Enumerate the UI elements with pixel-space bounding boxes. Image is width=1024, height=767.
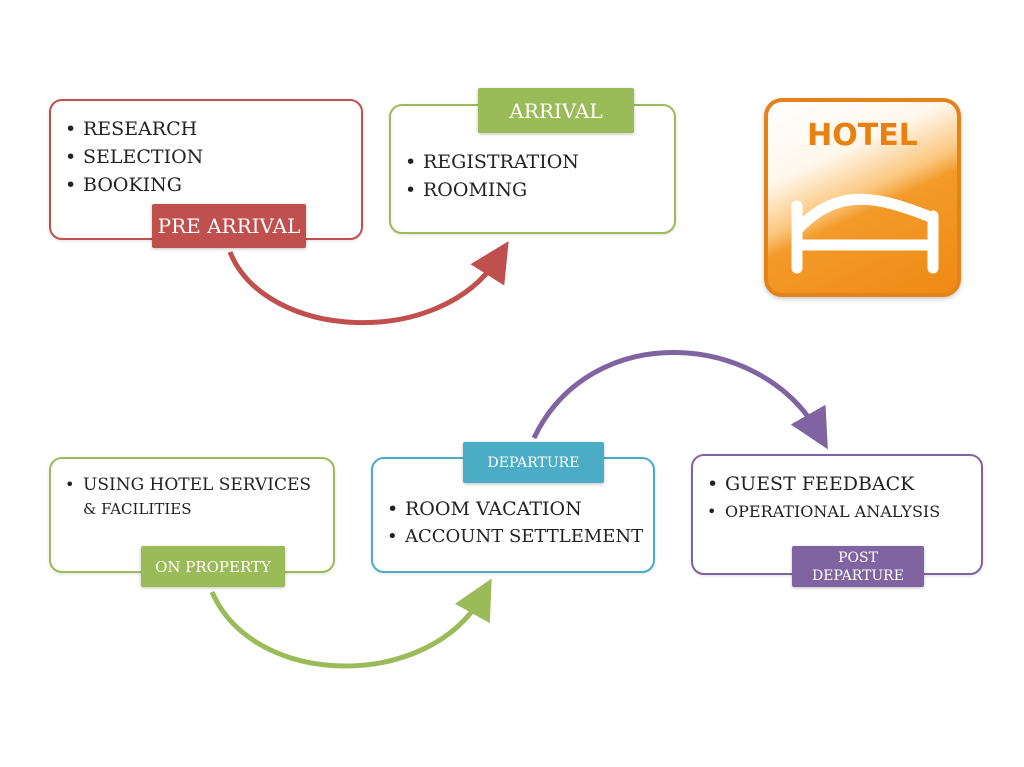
post-departure-label-line: POST xyxy=(838,549,878,566)
on-property-label: ON PROPERTY xyxy=(141,546,285,587)
arrow-departure-to-post-departure xyxy=(531,350,828,450)
list-item: USING HOTEL SERVICES & FACILITIES xyxy=(63,473,311,521)
list-item: ACCOUNT SETTLEMENT xyxy=(385,523,643,551)
pre-arrival-card: RESEARCH SELECTION BOOKING xyxy=(49,99,363,240)
arrow-on-property-to-departure xyxy=(209,578,492,669)
hotel-icon-text: HOTEL xyxy=(807,118,918,153)
list-item: SELECTION xyxy=(63,143,203,171)
list-item: ROOM VACATION xyxy=(385,495,643,523)
post-departure-label-line: DEPARTURE xyxy=(812,567,904,584)
list-item: OPERATIONAL ANALYSIS xyxy=(705,498,940,526)
arrival-list: REGISTRATION ROOMING xyxy=(403,148,579,204)
arrival-label: ARRIVAL xyxy=(478,88,634,133)
list-item: REGISTRATION xyxy=(403,148,579,176)
list-item: GUEST FEEDBACK xyxy=(705,470,940,498)
list-item: RESEARCH xyxy=(63,115,203,143)
list-item: BOOKING xyxy=(63,171,203,199)
list-item: ROOMING xyxy=(403,176,579,204)
departure-label: DEPARTURE xyxy=(463,442,604,483)
pre-arrival-list: RESEARCH SELECTION BOOKING xyxy=(63,115,203,199)
bed-icon xyxy=(791,193,939,274)
hotel-icon: HOTEL xyxy=(764,98,961,297)
departure-list: ROOM VACATION ACCOUNT SETTLEMENT xyxy=(385,495,643,551)
post-departure-list: GUEST FEEDBACK OPERATIONAL ANALYSIS xyxy=(705,470,940,526)
arrow-pre-arrival-to-arrival xyxy=(227,241,509,325)
list-item-line: & FACILITIES xyxy=(83,500,192,518)
post-departure-label: POST DEPARTURE xyxy=(792,546,924,587)
on-property-list: USING HOTEL SERVICES & FACILITIES xyxy=(63,473,311,521)
list-item-line: USING HOTEL SERVICES xyxy=(83,475,312,495)
pre-arrival-label: PRE ARRIVAL xyxy=(152,204,306,248)
